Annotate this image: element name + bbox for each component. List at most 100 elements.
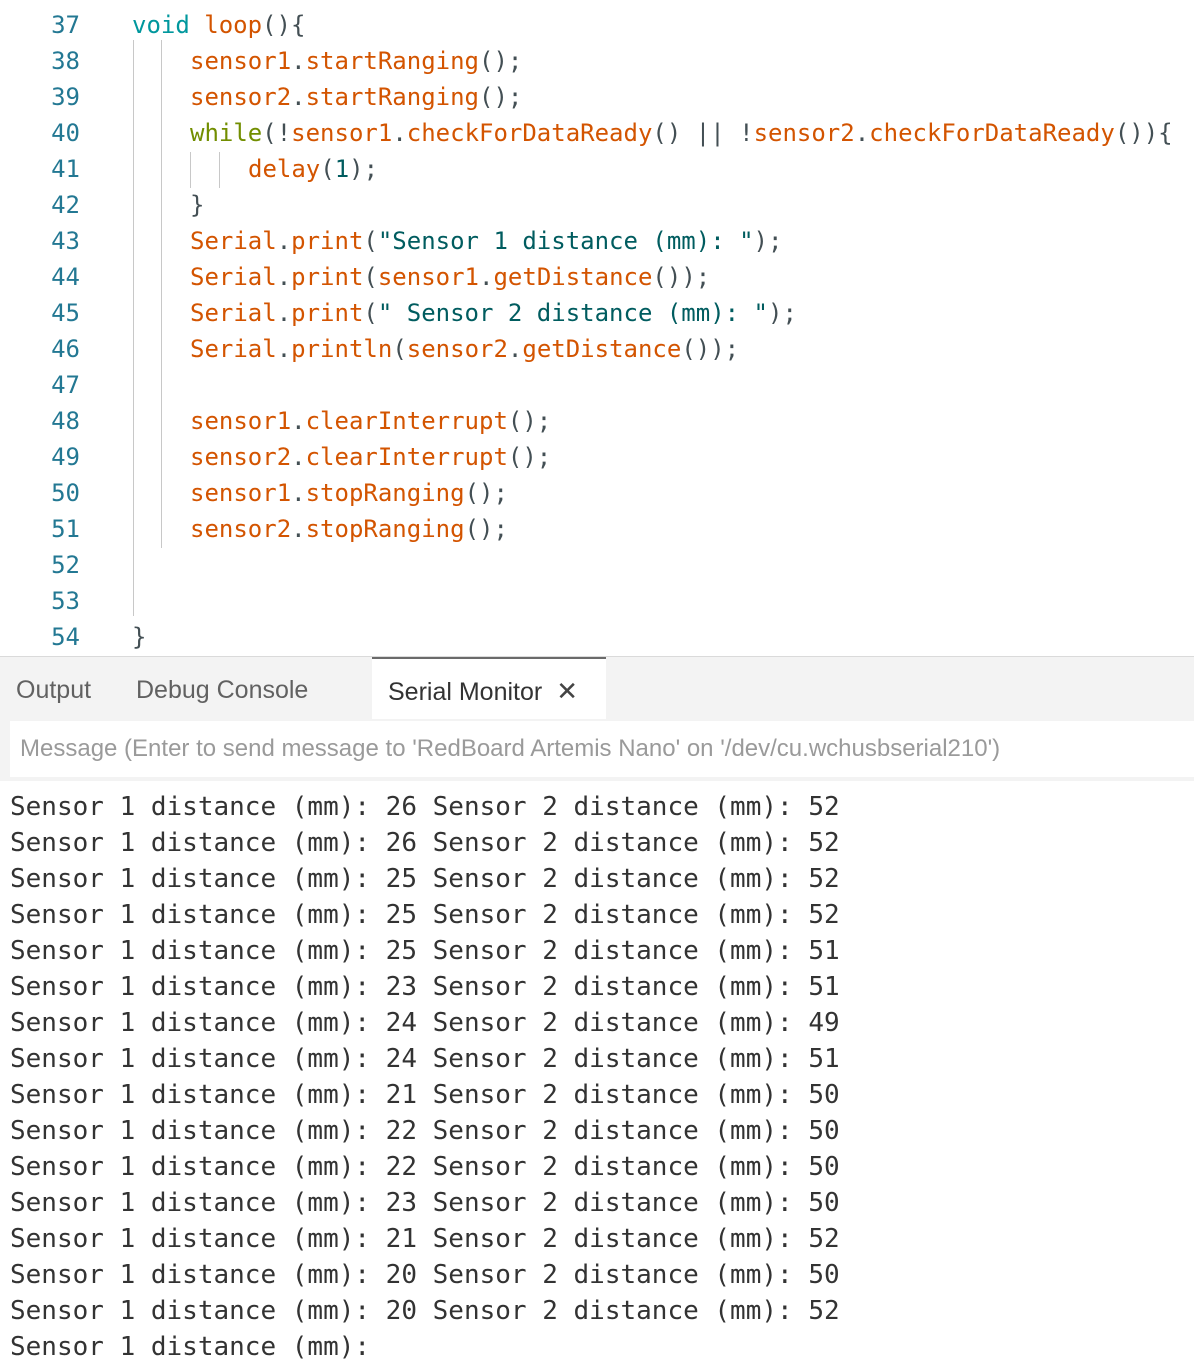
tab-output-label: Output bbox=[16, 676, 92, 704]
code-token: } bbox=[132, 623, 147, 651]
code-token: sensor1 bbox=[190, 479, 292, 507]
code-line[interactable]: 53 bbox=[0, 583, 1194, 619]
tab-debug-console[interactable]: Debug Console bbox=[136, 657, 308, 719]
indent-guide bbox=[190, 152, 191, 188]
code-token: . bbox=[276, 299, 292, 327]
message-bar bbox=[0, 719, 1194, 781]
code-token bbox=[190, 11, 204, 39]
code-token: (); bbox=[507, 407, 552, 435]
code-text: sensor2.clearInterrupt(); bbox=[190, 439, 551, 475]
line-number: 41 bbox=[51, 155, 80, 183]
code-text: Serial.println(sensor2.getDistance()); bbox=[190, 331, 739, 367]
code-line[interactable]: 47 bbox=[0, 367, 1194, 403]
line-number: 40 bbox=[51, 119, 80, 147]
code-line[interactable]: 49 sensor2.clearInterrupt(); bbox=[0, 439, 1194, 475]
code-line[interactable]: 42} bbox=[0, 187, 1194, 223]
code-token: ()); bbox=[681, 335, 740, 363]
code-token: . bbox=[854, 119, 870, 147]
code-token: sensor2 bbox=[190, 83, 292, 111]
serial-output-line: Sensor 1 distance (mm): 23 Sensor 2 dist… bbox=[10, 1188, 840, 1218]
tab-debug-console-label: Debug Console bbox=[136, 676, 309, 704]
code-token: Serial bbox=[190, 263, 277, 291]
code-token: Serial bbox=[190, 227, 277, 255]
code-token: while bbox=[190, 119, 263, 147]
code-token: ( bbox=[363, 227, 378, 255]
code-text: Serial.print("Sensor 1 distance (mm): ")… bbox=[190, 223, 782, 259]
code-token: ()){ bbox=[1114, 119, 1173, 147]
code-text: sensor1.startRanging(); bbox=[190, 43, 522, 79]
tab-serial-monitor[interactable]: Serial Monitor ✕ bbox=[372, 657, 606, 719]
line-number: 38 bbox=[51, 47, 80, 75]
code-token: . bbox=[276, 227, 292, 255]
code-line[interactable]: 50 sensor1.stopRanging(); bbox=[0, 475, 1194, 511]
line-number: 37 bbox=[51, 11, 80, 39]
code-line[interactable]: 37 void loop(){ bbox=[0, 7, 1194, 43]
code-token: (){ bbox=[262, 11, 306, 39]
close-icon[interactable]: ✕ bbox=[556, 676, 579, 706]
code-text: Serial.print(" Sensor 2 distance (mm): "… bbox=[190, 295, 797, 331]
code-token: clearInterrupt bbox=[305, 443, 508, 471]
code-token: Serial bbox=[190, 299, 277, 327]
line-number: 49 bbox=[51, 443, 80, 471]
code-token: clearInterrupt bbox=[305, 407, 508, 435]
code-token: sensor1 bbox=[190, 47, 292, 75]
code-token: sensor1 bbox=[291, 119, 393, 147]
code-token: Serial bbox=[190, 335, 277, 363]
serial-output-line: Sensor 1 distance (mm): 20 Sensor 2 dist… bbox=[10, 1296, 840, 1326]
code-text: sensor2.stopRanging(); bbox=[190, 511, 508, 547]
code-token: (); bbox=[464, 515, 508, 543]
code-token: loop bbox=[204, 11, 263, 39]
serial-output-line: Sensor 1 distance (mm): bbox=[10, 1332, 371, 1362]
code-token: stopRanging bbox=[305, 479, 465, 507]
code-token: ( bbox=[392, 335, 407, 363]
code-token: " Sensor 2 distance (mm): " bbox=[377, 299, 768, 327]
line-number: 47 bbox=[51, 371, 80, 399]
code-token: sensor2 bbox=[190, 515, 292, 543]
code-line[interactable]: 38 sensor1.startRanging(); bbox=[0, 43, 1194, 79]
code-token: sensor2 bbox=[406, 335, 508, 363]
code-token: checkForDataReady bbox=[406, 119, 653, 147]
serial-output-line: Sensor 1 distance (mm): 25 Sensor 2 dist… bbox=[10, 936, 840, 966]
serial-output-line: Sensor 1 distance (mm): 24 Sensor 2 dist… bbox=[10, 1044, 840, 1074]
code-token: . bbox=[291, 479, 306, 507]
line-number: 50 bbox=[51, 479, 80, 507]
line-number: 54 bbox=[51, 623, 80, 651]
serial-message-input[interactable] bbox=[10, 721, 1194, 777]
code-token: (); bbox=[479, 47, 523, 75]
code-token: (); bbox=[464, 479, 508, 507]
code-token: } bbox=[190, 191, 205, 219]
code-line[interactable]: 54} bbox=[0, 619, 1194, 655]
code-token: startRanging bbox=[305, 47, 479, 75]
code-token: print bbox=[291, 263, 364, 291]
tab-serial-monitor-label: Serial Monitor bbox=[388, 678, 543, 706]
code-token: sensor2 bbox=[190, 443, 292, 471]
code-token: (); bbox=[507, 443, 552, 471]
code-token: . bbox=[276, 263, 292, 291]
code-token: print bbox=[291, 227, 364, 255]
serial-output-line: Sensor 1 distance (mm): 22 Sensor 2 dist… bbox=[10, 1152, 840, 1182]
code-token: void bbox=[132, 11, 190, 39]
code-text: while(!sensor1.checkForDataReady() || !s… bbox=[190, 115, 1173, 151]
tab-output[interactable]: Output bbox=[16, 657, 91, 719]
code-token: () || ! bbox=[652, 119, 754, 147]
code-token: . bbox=[291, 407, 306, 435]
code-token: ( bbox=[363, 263, 378, 291]
code-line[interactable]: 52 bbox=[0, 547, 1194, 583]
code-token: sensor1 bbox=[377, 263, 480, 291]
code-token: . bbox=[507, 335, 523, 363]
code-token: println bbox=[291, 335, 393, 363]
serial-output-line: Sensor 1 distance (mm): 26 Sensor 2 dist… bbox=[10, 828, 840, 858]
code-text: void loop(){ bbox=[132, 7, 305, 43]
code-token: . bbox=[291, 83, 306, 111]
code-token: . bbox=[291, 515, 306, 543]
